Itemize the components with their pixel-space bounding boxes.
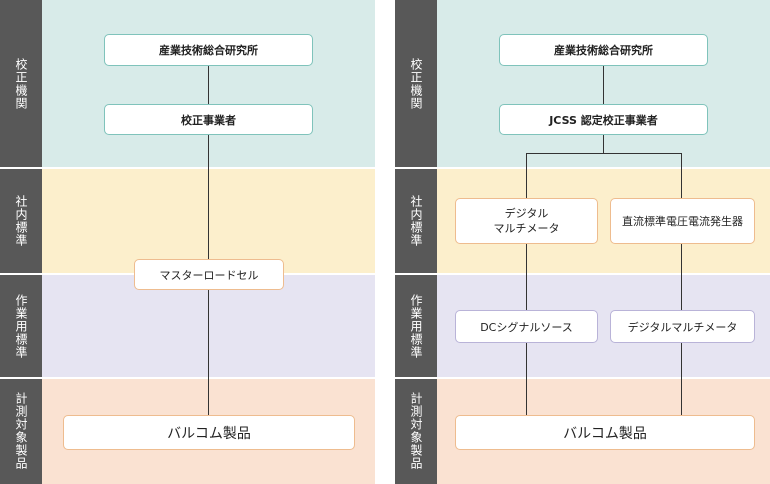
category-label-working: 作業用標準	[14, 293, 28, 359]
category-label-product: 計測対象製品	[409, 392, 423, 470]
connector-line	[603, 66, 604, 104]
node-aist: 産業技術総合研究所	[499, 34, 708, 66]
connector-line	[526, 153, 527, 415]
band-separator	[0, 377, 375, 379]
category-label-calibration: 校正機関	[409, 58, 423, 110]
node-digital-multimeter-standard: デジタル マルチメータ	[455, 198, 598, 244]
node-dc-voltage-current-standard: 直流標準電圧電流発生器	[610, 198, 755, 244]
category-sidebar	[395, 0, 437, 484]
node-master-loadcell: マスターロードセル	[134, 259, 284, 290]
node-product: バルコム製品	[455, 415, 755, 450]
band-separator	[395, 377, 770, 379]
node-calibrator: 校正事業者	[104, 104, 313, 135]
connector-line	[681, 153, 682, 415]
connector-branch	[526, 153, 682, 154]
connector-line	[208, 290, 209, 415]
band-separator	[395, 167, 770, 169]
node-aist: 産業技術総合研究所	[104, 34, 313, 66]
category-label-internal: 社内標準	[409, 195, 423, 247]
category-label-calibration: 校正機関	[14, 58, 28, 110]
connector-line	[208, 66, 209, 104]
node-product: バルコム製品	[63, 415, 355, 450]
category-label-product: 計測対象製品	[14, 392, 28, 470]
category-sidebar	[0, 0, 42, 484]
left-diagram: 校正機関 社内標準 作業用標準 計測対象製品 産業技術総合研究所 校正事業者 マ…	[0, 0, 375, 484]
band-separator	[0, 167, 375, 169]
connector-line	[208, 135, 209, 259]
band-separator	[395, 273, 770, 275]
category-label-internal: 社内標準	[14, 195, 28, 247]
node-digital-multimeter-working: デジタルマルチメータ	[610, 310, 755, 343]
node-dc-signal-source: DCシグナルソース	[455, 310, 598, 343]
connector-line	[603, 135, 604, 154]
category-label-working: 作業用標準	[409, 293, 423, 359]
right-diagram: 校正機関 社内標準 作業用標準 計測対象製品 産業技術総合研究所 JCSS 認定…	[395, 0, 770, 484]
node-jcss-calibrator: JCSS 認定校正事業者	[499, 104, 708, 135]
